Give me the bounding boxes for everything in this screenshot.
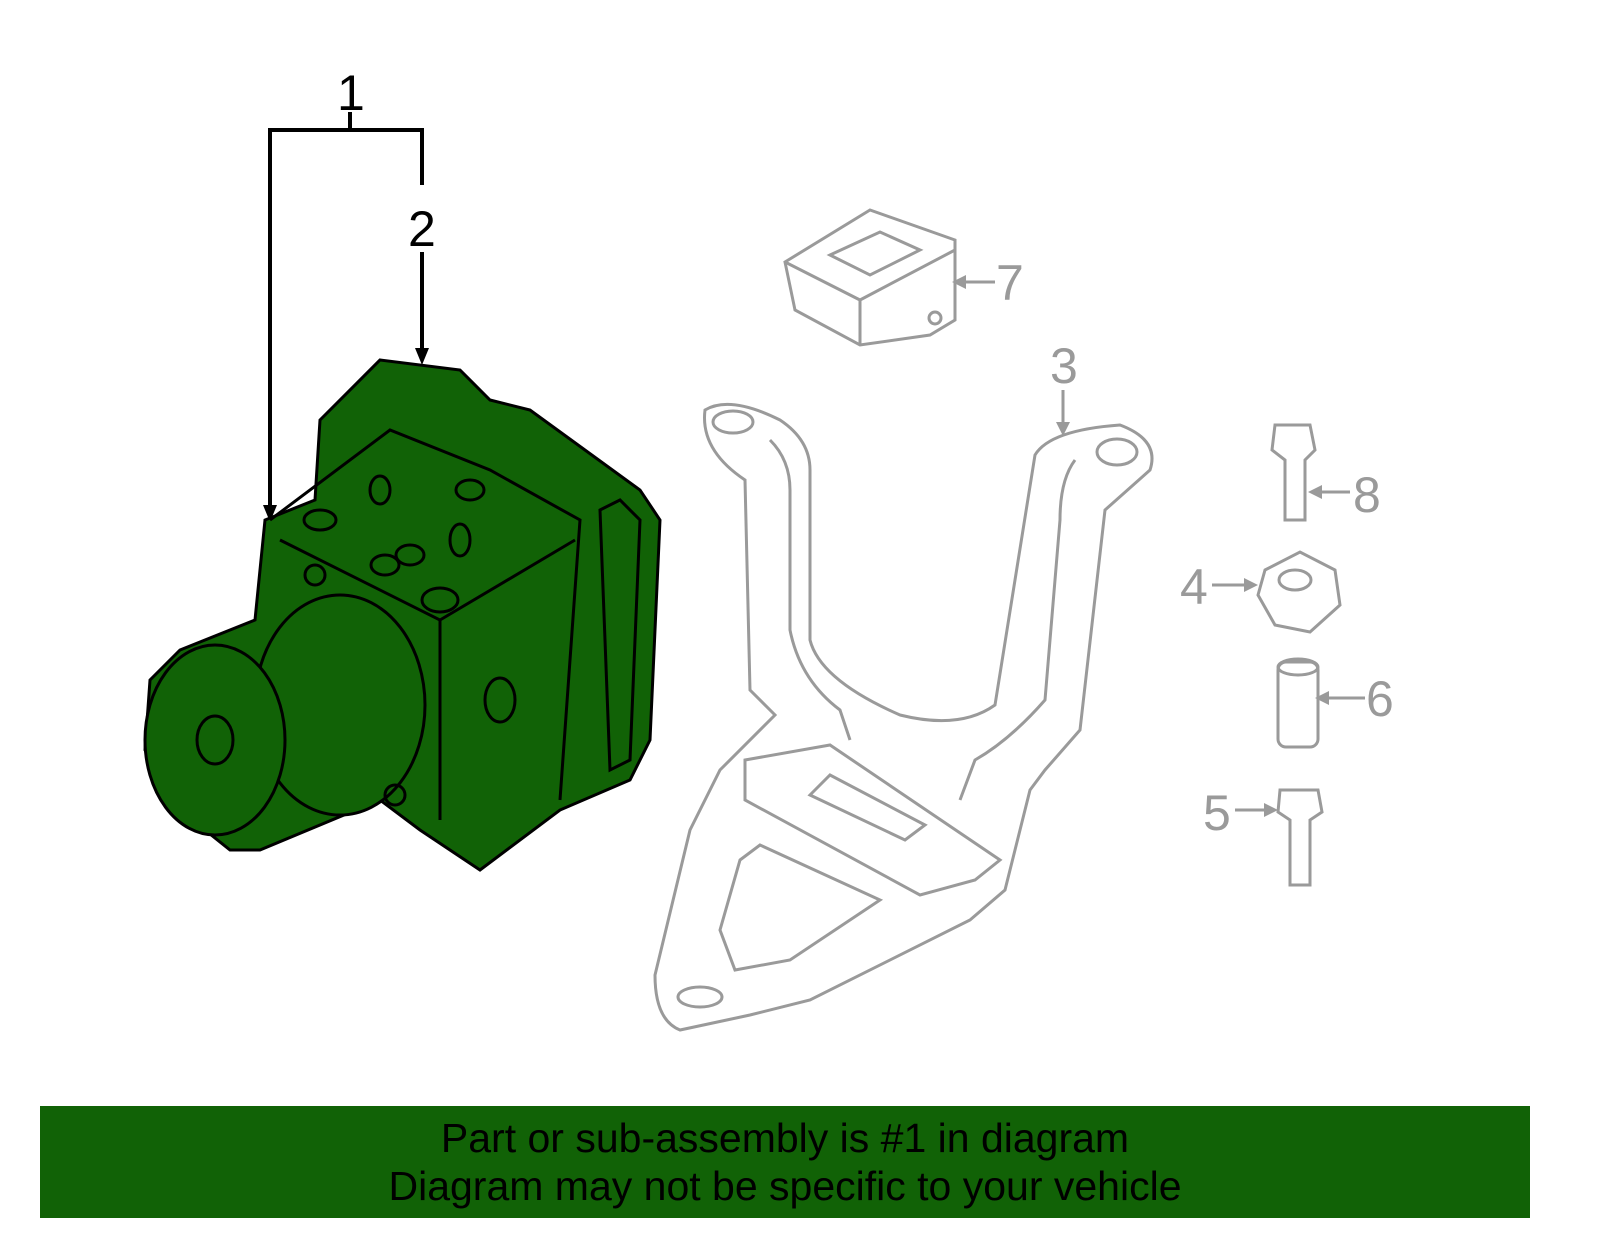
callout-3: 3 <box>1050 338 1078 394</box>
banner-line-1: Part or sub-assembly is #1 in diagram <box>440 1115 1130 1161</box>
bolt-part-8 <box>1270 423 1317 522</box>
callout-leaders-gray <box>965 280 1365 812</box>
gray-parts <box>653 208 1342 1032</box>
callout-6: 6 <box>1366 671 1394 727</box>
callout-5: 5 <box>1203 785 1231 841</box>
arrowheads-gray <box>952 275 1329 817</box>
banner-line-2: Diagram may not be specific to your vehi… <box>388 1163 1182 1209</box>
info-banner: Part or sub-assembly is #1 in diagram Di… <box>40 1106 1530 1218</box>
callout-2: 2 <box>408 201 436 257</box>
callout-4: 4 <box>1180 559 1208 615</box>
abs-module-part-1[interactable] <box>143 358 662 872</box>
callout-1: 1 <box>337 65 365 121</box>
bolt-part-5 <box>1276 788 1324 887</box>
callout-leaders-black <box>268 112 424 510</box>
callout-7: 7 <box>996 255 1024 311</box>
bracket-part-3 <box>653 402 1154 1032</box>
nut-part-4 <box>1256 550 1342 634</box>
sensor-module-part-7 <box>783 208 957 347</box>
callout-8: 8 <box>1353 467 1381 523</box>
sleeve-part-6 <box>1276 660 1320 749</box>
